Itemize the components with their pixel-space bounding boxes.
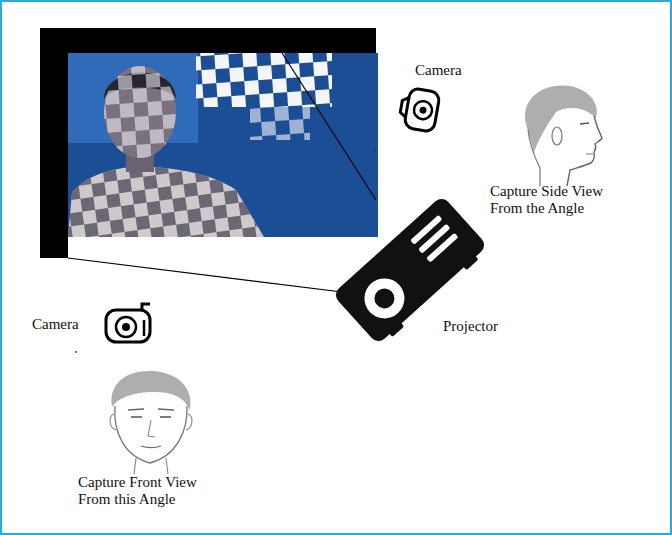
side-view-head-sketch	[525, 85, 602, 186]
eye-sketch	[131, 416, 171, 418]
face-outline	[115, 406, 187, 463]
projection-photo	[68, 53, 378, 237]
camera-icon	[106, 304, 150, 342]
projector-foot	[387, 320, 404, 337]
projector-foot	[461, 253, 478, 270]
projector-lens-ring	[356, 270, 412, 326]
camera-icon	[398, 87, 440, 133]
view-caption: Capture Front View From this Angle	[78, 474, 212, 508]
projection-ray	[68, 258, 342, 292]
projector-label: Projector	[443, 318, 533, 335]
projector-vent	[426, 233, 458, 263]
camera-top	[142, 304, 150, 310]
checker-on-shirt	[68, 166, 264, 237]
projection-ray	[282, 53, 376, 200]
projector-vent	[418, 224, 450, 254]
face-profile	[567, 116, 602, 186]
neck-back	[528, 130, 540, 186]
hair-sketch	[111, 371, 190, 410]
camera-lens-center	[122, 323, 130, 331]
hair-sketch	[525, 85, 597, 152]
neck-sketch	[134, 458, 168, 474]
projector-lens	[370, 284, 398, 312]
camera-body	[404, 88, 440, 133]
view-caption: Capture Side View From the Angle	[490, 183, 618, 217]
camera-label: Camera	[415, 62, 495, 79]
camera-lens-center	[419, 106, 427, 114]
checker-pattern	[250, 100, 310, 140]
checker-on-face	[104, 66, 176, 158]
camera-label: Camera	[32, 316, 112, 333]
mouth-sketch	[586, 154, 593, 155]
camera-lens	[413, 100, 434, 121]
camera-top	[400, 97, 409, 118]
person-head	[104, 66, 176, 158]
camera-lens	[116, 317, 136, 337]
camera-body	[106, 310, 150, 342]
ear-sketch	[186, 414, 192, 430]
mouth-sketch	[141, 446, 161, 448]
photo-background	[68, 53, 378, 237]
eye-sketch	[580, 123, 589, 124]
stray-dot	[75, 351, 77, 353]
brow-sketch	[128, 409, 174, 410]
camera-grip	[143, 320, 146, 336]
person-shirt	[68, 166, 264, 237]
ear-sketch	[110, 414, 116, 430]
front-view-head-sketch	[110, 371, 192, 474]
projector-vent	[410, 215, 442, 245]
ear-sketch	[552, 127, 562, 145]
stray-dot	[374, 149, 376, 151]
nose-sketch	[148, 420, 155, 437]
